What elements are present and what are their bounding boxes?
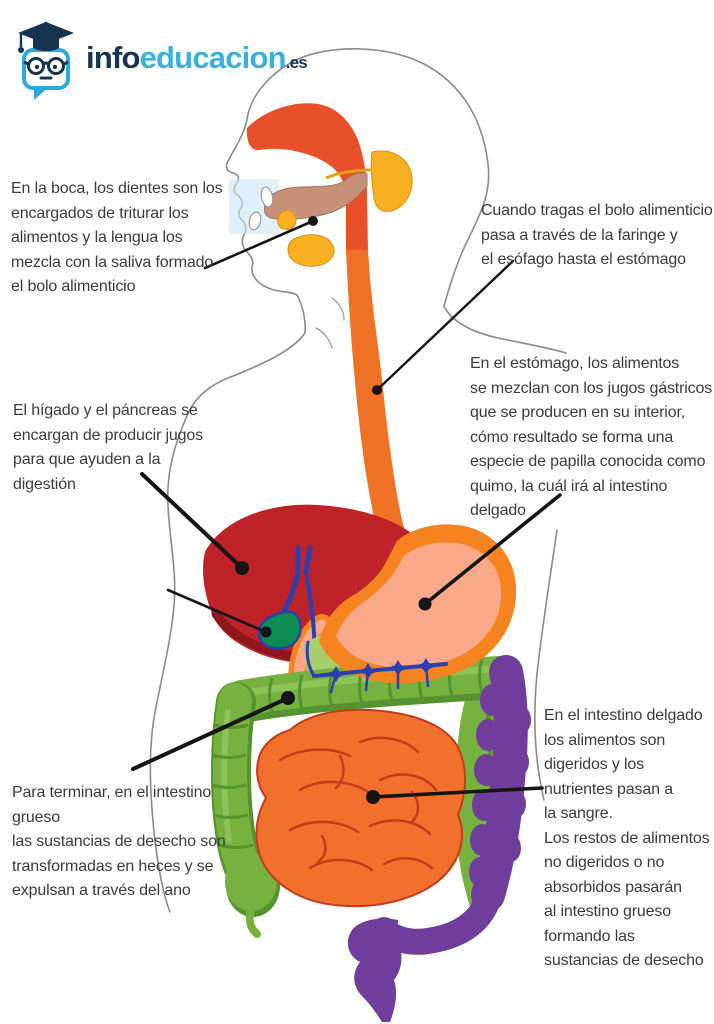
teeth bbox=[248, 186, 274, 231]
logo-text-es: .es bbox=[285, 52, 308, 72]
logo-text-educacion: educacion bbox=[139, 39, 287, 75]
pointer-lines bbox=[131, 216, 562, 804]
chest-hint-lines bbox=[315, 297, 345, 349]
pointer-gallbladder bbox=[166, 588, 272, 638]
annotation-pharynx-esophagus: Cuando tragas el bolo alimenticio pasa a… bbox=[481, 202, 713, 268]
right-shoulder-outline bbox=[443, 305, 567, 354]
left-torso-outline bbox=[149, 332, 306, 913]
pointer-liver bbox=[140, 472, 249, 575]
intestine-coil-lines bbox=[278, 736, 438, 872]
annotation-large-intestine: Para terminar, en el intestino grueso la… bbox=[12, 784, 226, 899]
mesenteric-veins bbox=[305, 640, 448, 694]
pointer-large-intestine bbox=[131, 691, 295, 771]
annotation-liver-pancreas: El hígado y el páncreas se encargan de p… bbox=[13, 402, 204, 493]
logo-wordmark: infoeducacion.es bbox=[86, 39, 308, 75]
logo-mascot-icon bbox=[18, 21, 74, 100]
mouth-interior bbox=[229, 150, 413, 267]
right-torso-outline bbox=[534, 529, 558, 801]
pointer-small-intestine bbox=[366, 786, 544, 804]
annotation-stomach: En el estómago, los alimentos se mezclan… bbox=[470, 355, 713, 519]
ascending-colon-creases bbox=[211, 723, 254, 849]
annotation-small-intestine: En el intestino delgado los alimentos so… bbox=[544, 707, 710, 969]
vein-nodes bbox=[326, 658, 436, 682]
pointer-mouth bbox=[203, 216, 318, 270]
graduation-cap-icon bbox=[18, 21, 74, 53]
logo-text-info: info bbox=[86, 39, 140, 75]
colon-knobs bbox=[469, 684, 531, 887]
small-intestine bbox=[255, 708, 467, 908]
annotation-mouth: En la boca, los dientes son los encargad… bbox=[11, 180, 223, 295]
pharynx bbox=[246, 103, 368, 253]
appendix bbox=[245, 904, 261, 938]
glasses-icon bbox=[23, 57, 69, 75]
tongue bbox=[263, 172, 368, 220]
rectum bbox=[347, 918, 402, 1022]
logo: infoeducacion.es bbox=[14, 14, 308, 100]
descending-colon-rectum bbox=[347, 655, 531, 1022]
pointer-esophagus bbox=[372, 259, 515, 395]
pointer-stomach bbox=[418, 493, 562, 611]
gallbladder bbox=[257, 610, 302, 650]
esophagus bbox=[346, 250, 414, 566]
salivary-glands bbox=[277, 150, 413, 267]
